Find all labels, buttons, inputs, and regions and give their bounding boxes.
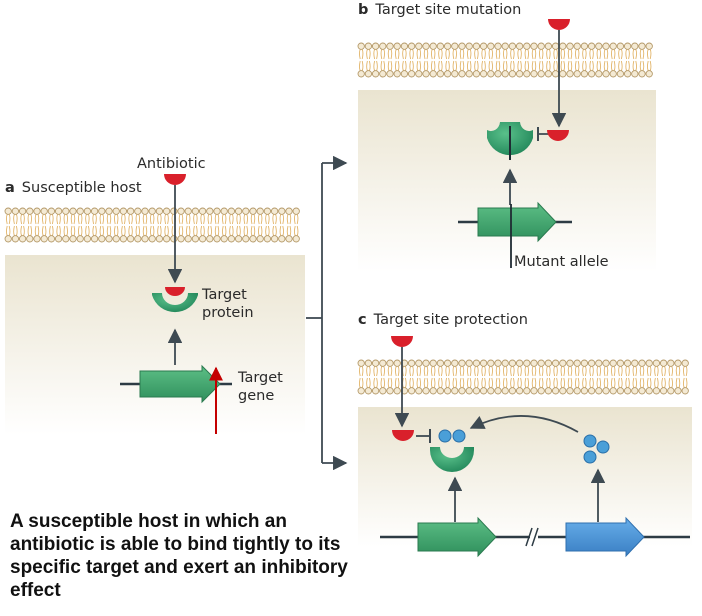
branch-connector [306,155,348,471]
panel-a-cell [5,255,305,435]
protection-binding-arrow [469,415,579,433]
figure-caption: A susceptible host in which an antibioti… [10,511,348,601]
target-gene-label-line1: Target [237,370,283,386]
protection-proteins [583,434,610,464]
antibiotic-label: Antibiotic [137,156,206,172]
target-protein [152,287,198,313]
panel-a-letter: a [5,180,15,196]
dna-break-mark [525,527,539,547]
panel-a-title: Susceptible host [22,180,142,196]
panel-b-title: Target site mutation [374,2,521,18]
panel-b-membrane [357,42,653,78]
panel-c-membrane [357,359,689,395]
panel-a: a Susceptible host Antibiotic Target prote… [4,156,305,435]
target-gene-c [417,516,497,558]
protection-gene [565,516,645,558]
panel-c-title: Target site protection [373,312,528,328]
antibiotic-molecule-c-top [391,336,413,347]
panel-b-letter: b [358,2,368,18]
target-gene-label-line2: gene [238,388,274,404]
mutant-gene [477,201,557,243]
antibiotic-molecule-b [547,130,569,141]
panel-b: b Target site mutation Mutant allele [357,2,656,272]
antibiotic-molecule-b-top [548,19,570,30]
panel-c-cell [358,407,692,547]
antibiotic-molecule [164,174,186,185]
target-protein-label-line1: Target [201,287,247,303]
panel-b-cell [358,90,656,272]
panel-c: c Target site protection [357,312,692,558]
panel-a-membrane [4,207,300,243]
target-protein-label-line2: protein [202,305,254,321]
protected-target-protein [430,429,474,472]
panel-c-letter: c [358,312,367,328]
mutant-allele-label: Mutant allele [514,254,609,270]
target-gene [139,364,221,404]
mutated-target-protein [487,122,533,160]
antibiotic-molecule-c [392,430,414,441]
